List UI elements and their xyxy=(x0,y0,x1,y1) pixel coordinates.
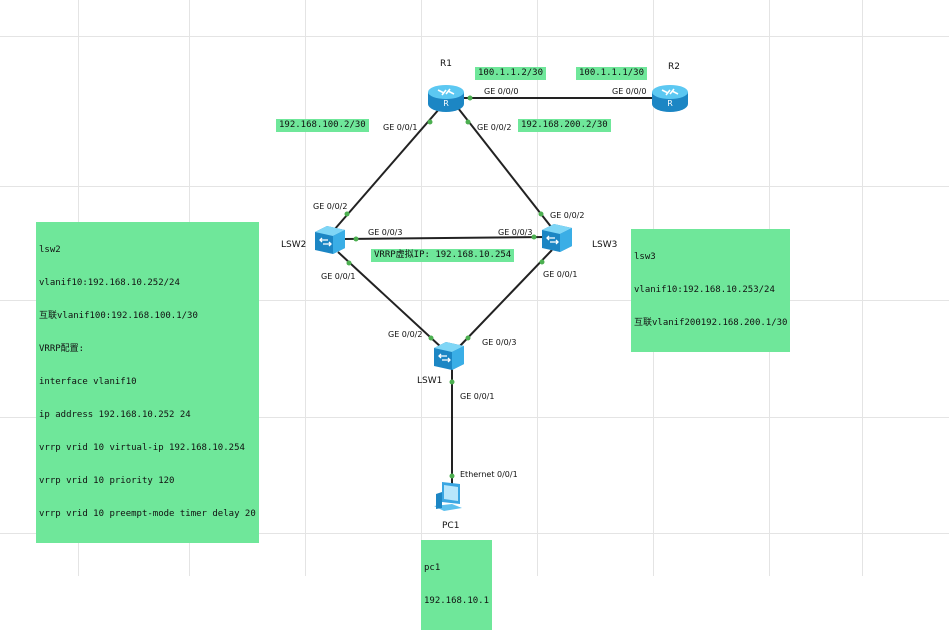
lsw2-config-note: lsw2 vlanif10:192.168.10.252/24 互联vlanif… xyxy=(36,222,259,543)
device-label-lsw3: LSW3 xyxy=(592,240,618,250)
router-r1-icon[interactable]: R xyxy=(426,84,466,114)
grid-line xyxy=(0,36,949,37)
grid-line xyxy=(0,186,949,187)
port-dot xyxy=(344,211,350,217)
ip-note-r1-wan: 100.1.1.2/30 xyxy=(475,67,547,80)
port-label: GE 0/0/1 xyxy=(460,392,495,401)
port-label: GE 0/0/2 xyxy=(477,123,512,132)
port-label: Ethernet 0/0/1 xyxy=(460,470,518,479)
pc-pc1-icon[interactable] xyxy=(430,480,466,516)
lsw2-config-line: vrrp vrid 10 preempt-mode timer delay 20 xyxy=(39,509,256,519)
switch-lsw1-icon[interactable] xyxy=(432,340,466,372)
port-dot xyxy=(467,95,473,101)
port-dot xyxy=(465,119,471,125)
lsw2-config-line: 互联vlanif100:192.168.100.1/30 xyxy=(39,311,198,321)
grid-line xyxy=(0,533,949,534)
port-dot xyxy=(449,379,455,385)
port-label: GE 0/0/3 xyxy=(368,228,403,237)
port-label: GE 0/0/2 xyxy=(550,211,585,220)
grid-line xyxy=(421,0,422,576)
device-label-lsw2: LSW2 xyxy=(281,240,307,250)
ip-note-r1-ge002: 192.168.200.2/30 xyxy=(518,119,611,132)
port-label: GE 0/0/1 xyxy=(321,272,356,281)
pc1-config-line: pc1 xyxy=(424,563,441,573)
port-dot xyxy=(428,335,434,341)
lsw3-config-line: lsw3 xyxy=(634,252,656,262)
grid-line xyxy=(537,0,538,576)
device-label-r2: R2 xyxy=(668,62,680,72)
grid-line xyxy=(862,0,863,576)
lsw2-config-line: ip address 192.168.10.252 24 xyxy=(39,410,191,420)
port-dot xyxy=(427,119,433,125)
port-dot xyxy=(465,335,471,341)
grid-line xyxy=(0,417,949,418)
svg-text:R: R xyxy=(667,99,673,108)
router-r2-icon[interactable]: R xyxy=(650,84,690,114)
lsw2-config-line: vrrp vrid 10 virtual-ip 192.168.10.254 xyxy=(39,443,245,453)
grid-line xyxy=(305,0,306,576)
port-label: GE 0/0/3 xyxy=(498,228,533,237)
device-label-pc1: PC1 xyxy=(442,521,460,531)
lsw2-config-line: lsw2 xyxy=(39,245,61,255)
device-label-r1: R1 xyxy=(440,59,452,69)
switch-lsw3-icon[interactable] xyxy=(540,222,574,254)
lsw3-config-line: 互联vlanif200192.168.200.1/30 xyxy=(634,318,788,328)
lsw2-config-line: vlanif10:192.168.10.252/24 xyxy=(39,278,180,288)
lsw3-config-note: lsw3 vlanif10:192.168.10.253/24 互联vlanif… xyxy=(631,229,791,352)
lsw2-config-line: interface vlanif10 xyxy=(39,377,137,387)
port-label: GE 0/0/3 xyxy=(482,338,517,347)
port-label: GE 0/0/1 xyxy=(383,123,418,132)
port-dot xyxy=(449,473,455,479)
links-layer xyxy=(333,95,668,488)
port-dot xyxy=(531,234,537,240)
link-lsw2-lsw3[interactable] xyxy=(343,236,547,240)
port-label: GE 0/0/2 xyxy=(313,202,348,211)
vrrp-vip-note: VRRP虚拟IP: 192.168.10.254 xyxy=(371,249,515,262)
lsw2-config-line: vrrp vrid 10 priority 120 xyxy=(39,476,175,486)
port-label: GE 0/0/0 xyxy=(484,87,519,96)
lsw2-config-line: VRRP配置: xyxy=(39,344,85,354)
lsw3-config-line: vlanif10:192.168.10.253/24 xyxy=(634,285,775,295)
link-lsw2-lsw1[interactable] xyxy=(337,251,443,349)
switch-lsw2-icon[interactable] xyxy=(313,224,347,256)
port-label: GE 0/0/2 xyxy=(388,330,423,339)
svg-text:R: R xyxy=(443,99,449,108)
device-label-lsw1: LSW1 xyxy=(417,376,443,386)
grid-line xyxy=(0,300,949,301)
link-lsw3-lsw1[interactable] xyxy=(457,249,553,349)
port-dot xyxy=(346,260,352,266)
port-dot xyxy=(353,236,359,242)
link-r1-lsw2[interactable] xyxy=(333,107,441,231)
port-dot xyxy=(538,211,544,217)
ip-note-r2-wan: 100.1.1.1/30 xyxy=(576,67,648,80)
port-label: GE 0/0/0 xyxy=(612,87,647,96)
pc1-config-note: pc1 192.168.10.1 xyxy=(421,540,493,630)
pc1-config-line: 192.168.10.1 xyxy=(424,596,490,606)
port-label: GE 0/0/1 xyxy=(543,270,578,279)
ip-note-r1-ge001: 192.168.100.2/30 xyxy=(276,119,369,132)
port-dot xyxy=(539,259,545,265)
link-r1-lsw3[interactable] xyxy=(457,107,553,229)
